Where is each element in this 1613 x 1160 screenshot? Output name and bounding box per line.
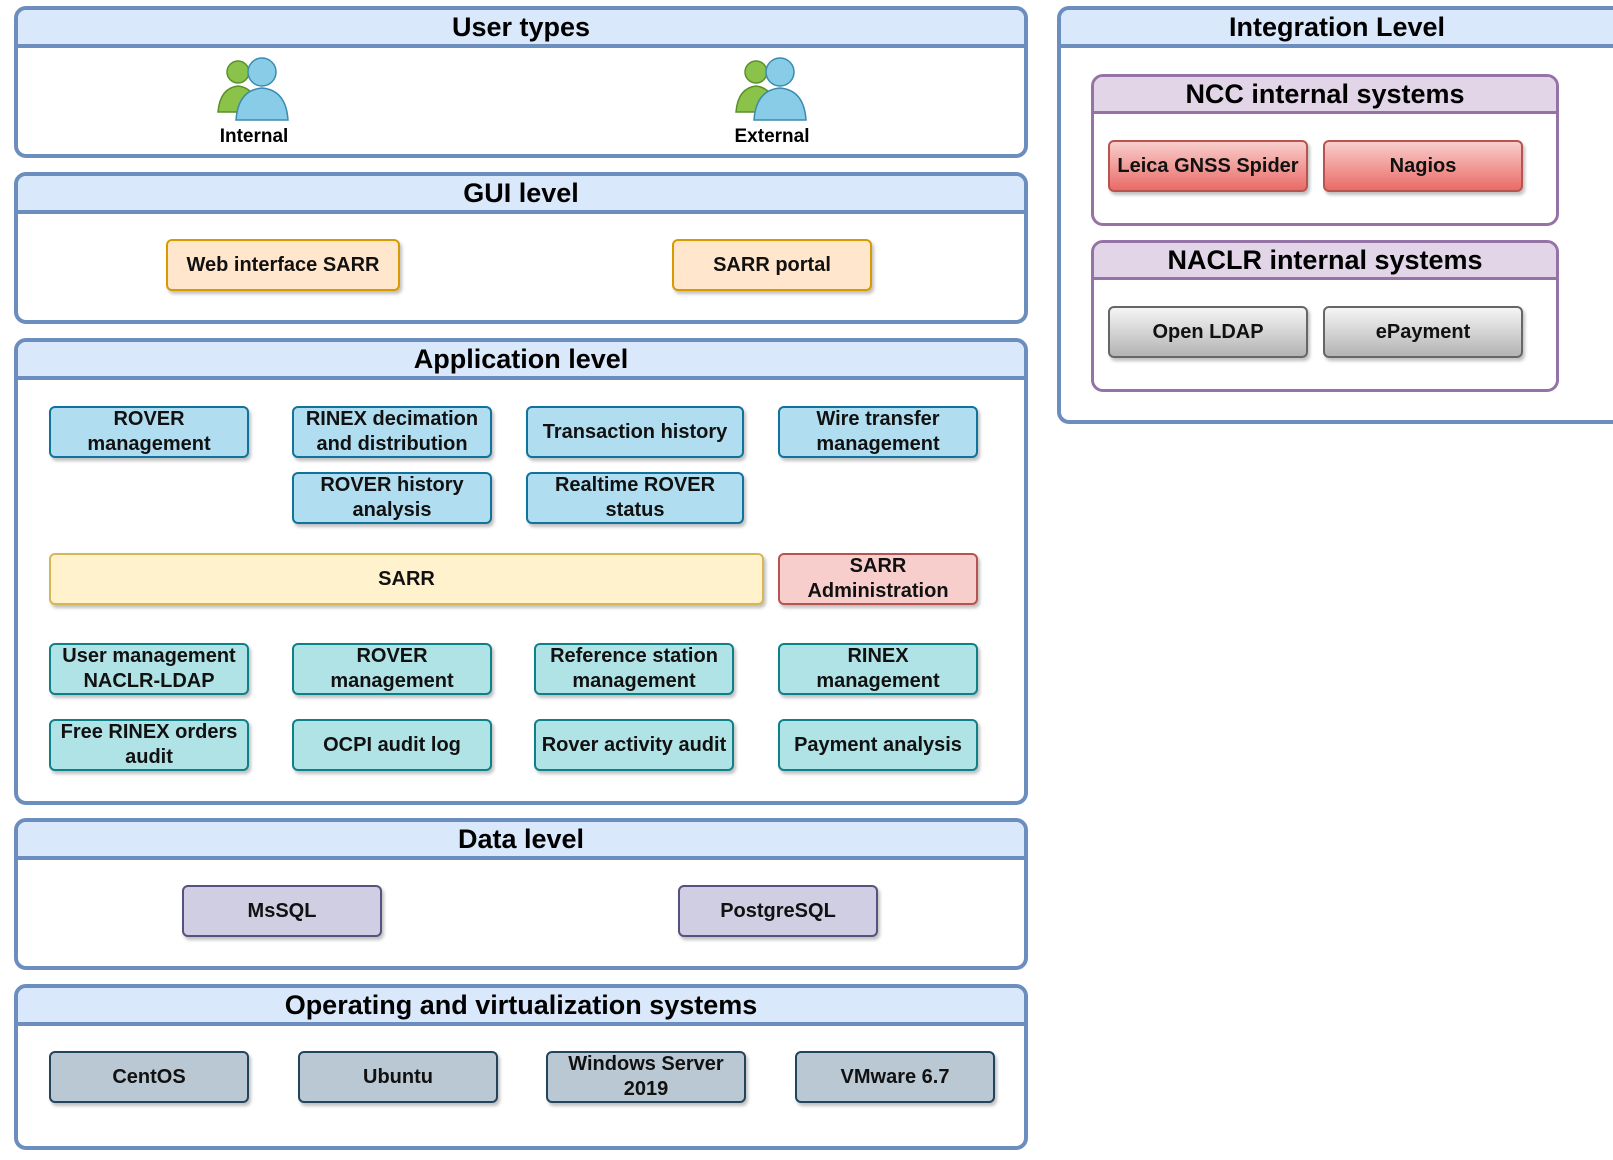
integration-level-panel: Integration Level NCC internal systems L… [1057, 6, 1613, 424]
realtime-rover-box[interactable]: Realtime ROVER status [526, 472, 744, 524]
web-interface-sarr-box[interactable]: Web interface SARR [166, 239, 400, 291]
postgresql-box[interactable]: PostgreSQL [678, 885, 878, 937]
application-level-panel: Application level ROVER management RINEX… [14, 338, 1028, 805]
gui-level-title: GUI level [18, 176, 1024, 214]
gui-level-panel: GUI level Web interface SARR SARR portal [14, 172, 1028, 324]
epayment-box[interactable]: ePayment [1323, 306, 1523, 358]
transaction-history-box[interactable]: Transaction history [526, 406, 744, 458]
os-level-title: Operating and virtualization systems [18, 988, 1024, 1026]
user-external-label: External [734, 126, 810, 147]
user-management-box[interactable]: User management NACLR-LDAP [49, 643, 249, 695]
sarr-administration-box[interactable]: SARR Administration [778, 553, 978, 605]
naclr-systems-panel: NACLR internal systems Open LDAP ePaymen… [1091, 240, 1559, 392]
integration-level-title: Integration Level [1061, 10, 1613, 48]
vmware-box[interactable]: VMware 6.7 [795, 1051, 995, 1103]
naclr-systems-title: NACLR internal systems [1094, 243, 1556, 280]
centos-box[interactable]: CentOS [49, 1051, 249, 1103]
rover-management-box[interactable]: ROVER management [49, 406, 249, 458]
user-types-title: User types [18, 10, 1024, 48]
user-group-icon [735, 57, 807, 121]
windows-server-box[interactable]: Windows Server 2019 [546, 1051, 746, 1103]
wire-transfer-box[interactable]: Wire transfer management [778, 406, 978, 458]
user-external[interactable]: External [722, 52, 822, 148]
sarr-box[interactable]: SARR [49, 553, 764, 605]
rinex-decimation-box[interactable]: RINEX decimation and distribution [292, 406, 492, 458]
rover-activity-box[interactable]: Rover activity audit [534, 719, 734, 771]
rover-history-box[interactable]: ROVER history analysis [292, 472, 492, 524]
os-level-panel: Operating and virtualization systems Cen… [14, 984, 1028, 1150]
free-rinex-box[interactable]: Free RINEX orders audit [49, 719, 249, 771]
mssql-box[interactable]: MsSQL [182, 885, 382, 937]
rover-management-admin-box[interactable]: ROVER management [292, 643, 492, 695]
nagios-box[interactable]: Nagios [1323, 140, 1523, 192]
payment-analysis-box[interactable]: Payment analysis [778, 719, 978, 771]
data-level-panel: Data level MsSQL PostgreSQL [14, 818, 1028, 970]
user-types-panel: User types Internal External [14, 6, 1028, 158]
sarr-portal-box[interactable]: SARR portal [672, 239, 872, 291]
open-ldap-box[interactable]: Open LDAP [1108, 306, 1308, 358]
user-internal[interactable]: Internal [204, 52, 304, 148]
user-internal-label: Internal [219, 126, 289, 147]
ncc-systems-title: NCC internal systems [1094, 77, 1556, 114]
ocpi-audit-box[interactable]: OCPI audit log [292, 719, 492, 771]
rinex-management-box[interactable]: RINEX management [778, 643, 978, 695]
leica-gnss-spider-box[interactable]: Leica GNSS Spider [1108, 140, 1308, 192]
ubuntu-box[interactable]: Ubuntu [298, 1051, 498, 1103]
user-group-icon [217, 57, 289, 121]
ncc-systems-panel: NCC internal systems Leica GNSS Spider N… [1091, 74, 1559, 226]
data-level-title: Data level [18, 822, 1024, 860]
application-level-title: Application level [18, 342, 1024, 380]
reference-station-box[interactable]: Reference station management [534, 643, 734, 695]
